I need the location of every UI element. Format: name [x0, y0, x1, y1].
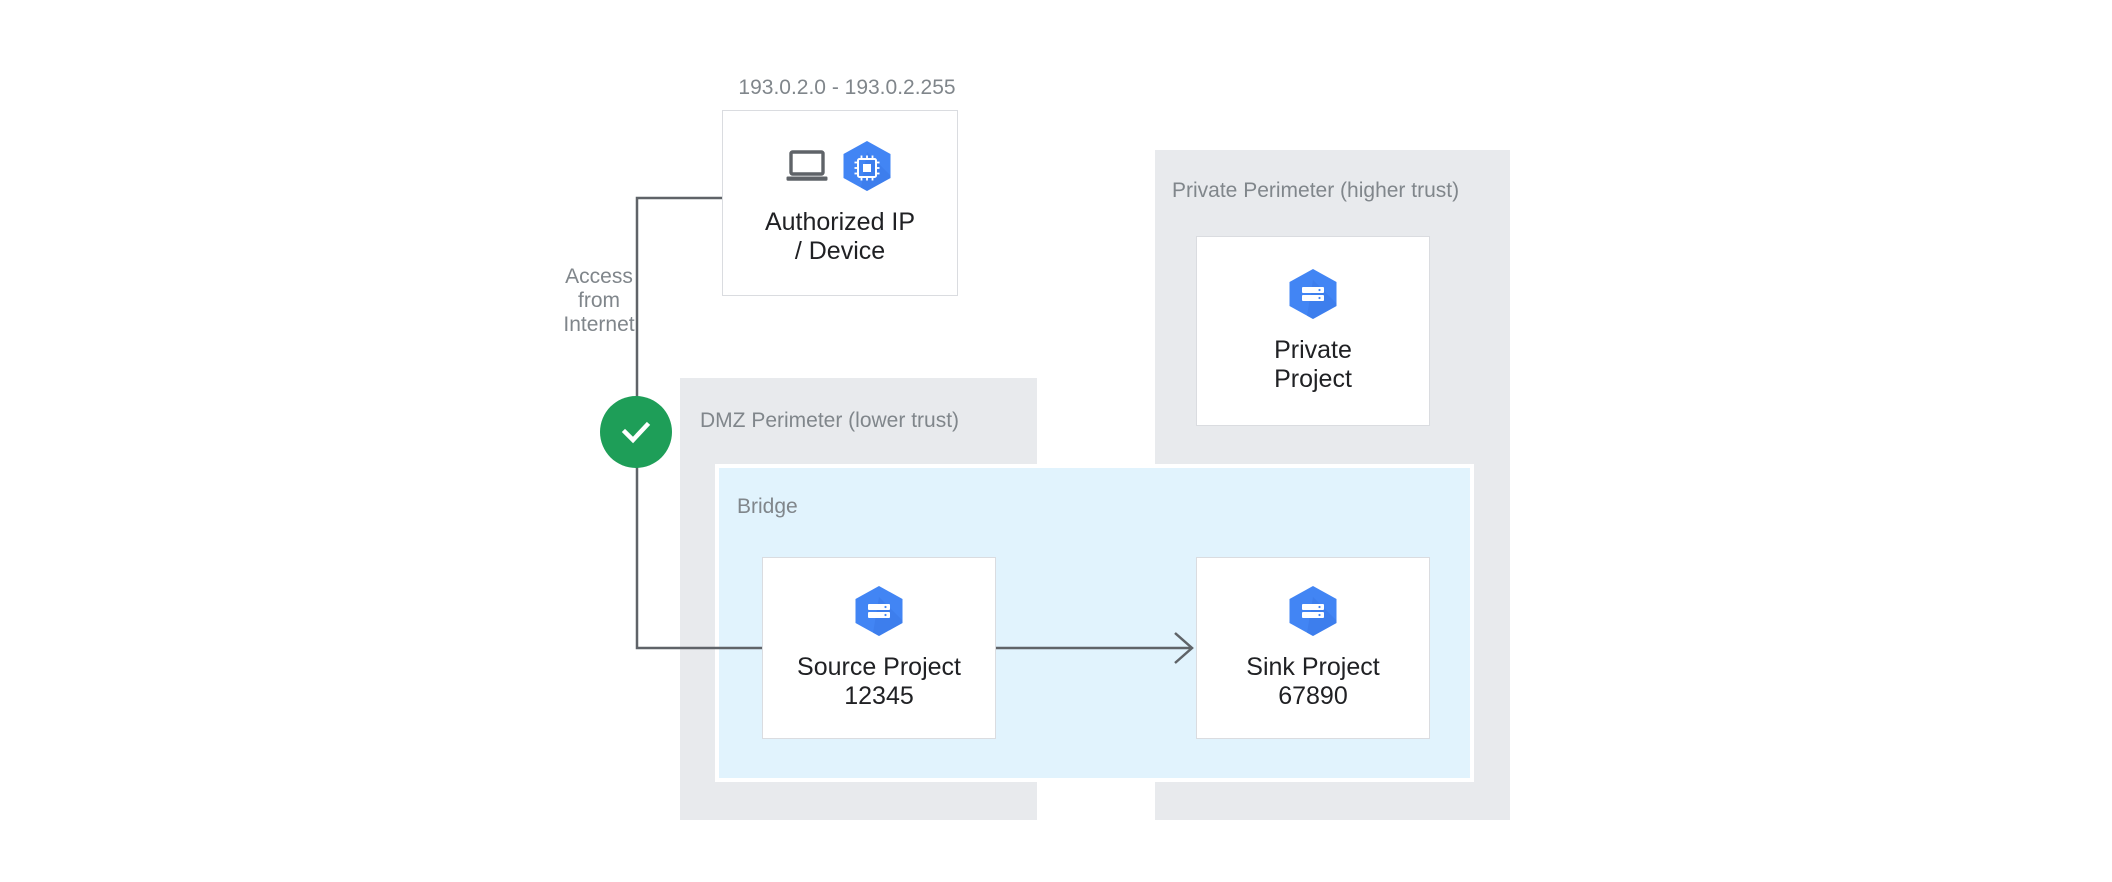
node-icon-group — [851, 585, 907, 637]
laptop-icon — [786, 150, 828, 181]
node-label-authorized-ip-device: Authorized IP / Device — [764, 208, 916, 265]
node-label-sink-project: Sink Project 67890 — [1246, 653, 1380, 710]
node-icon-group — [1285, 585, 1341, 637]
access-from-internet-label: Access from Internet — [563, 265, 635, 336]
check-icon — [621, 421, 651, 444]
node-private-project[interactable]: Private Project — [1196, 236, 1430, 426]
gcp-compute-hexagon-icon — [843, 141, 891, 191]
ip-range-label: 193.0.2.0 - 193.0.2.255 — [738, 76, 956, 99]
gcp-project-hexagon-icon — [1289, 586, 1337, 636]
bridge-label: Bridge — [737, 495, 798, 518]
gcp-project-hexagon-icon — [855, 586, 903, 636]
perimeter-label-private: Private Perimeter (higher trust) — [1172, 179, 1460, 202]
node-label-source-project: Source Project 12345 — [797, 653, 961, 710]
node-label-private-project: Private Project — [1274, 336, 1352, 393]
node-authorized-ip-device[interactable]: Authorized IP / Device — [722, 110, 958, 296]
node-source-project[interactable]: Source Project 12345 — [762, 557, 996, 739]
access-allowed-check-badge — [600, 396, 672, 468]
node-icon-group — [785, 140, 895, 192]
gcp-project-hexagon-icon — [1289, 269, 1337, 319]
node-sink-project[interactable]: Sink Project 67890 — [1196, 557, 1430, 739]
perimeter-label-dmz: DMZ Perimeter (lower trust) — [700, 409, 960, 432]
node-icon-group — [1285, 268, 1341, 320]
